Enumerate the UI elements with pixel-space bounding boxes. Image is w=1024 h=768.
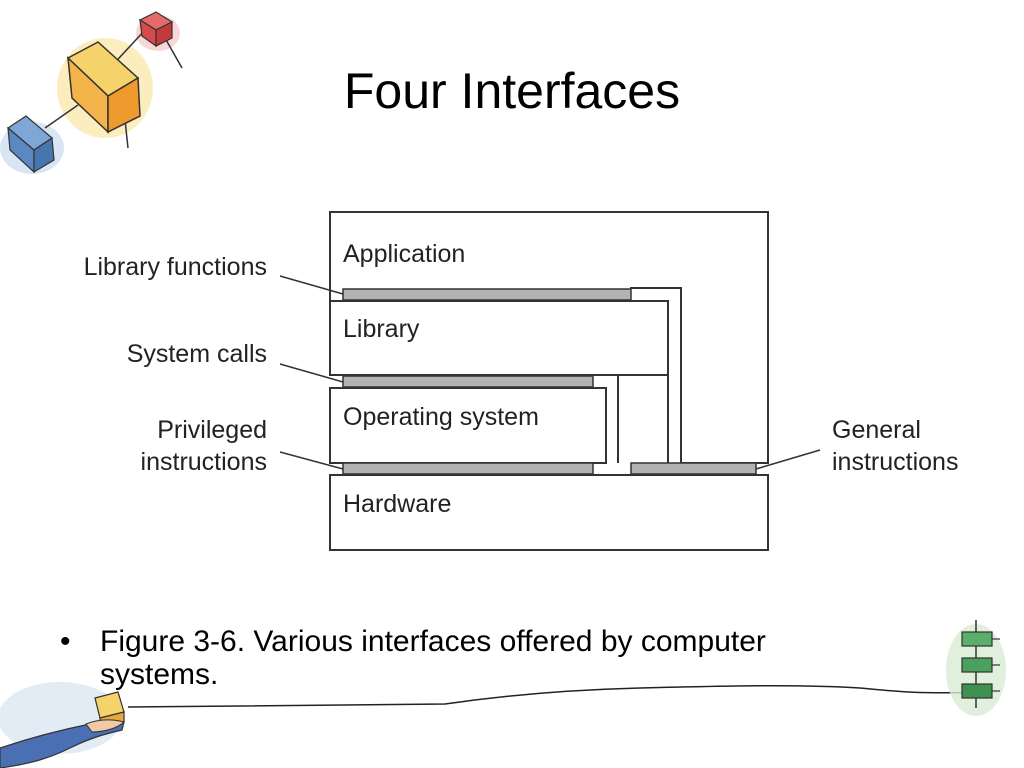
operating-system-label: Operating system [343,403,539,431]
general-instructions-bar [630,462,757,475]
hand-holding-box-illustration [0,682,125,768]
interfaces-diagram: Application Library Operating system Har… [84,211,958,551]
privileged-label-line2: instructions [141,448,267,476]
library-functions-leader [279,275,344,295]
privileged-label-line1: Privileged [157,416,267,444]
green-flowchart-illustration [946,620,1006,716]
privileged-instructions-leader [279,451,344,470]
application-label: Application [343,240,465,268]
figure-caption-text: Figure 3-6. Various interfaces offered b… [100,625,766,691]
system-calls-bar [342,375,594,388]
slide-title: Four Interfaces [343,63,681,119]
privileged-instructions-bar [342,462,594,475]
general-instructions-leader [755,449,821,470]
general-label-line2: instructions [832,448,958,476]
box-cluster-illustration [0,11,183,174]
library-functions-bar [342,288,632,301]
bullet-marker: • [60,625,71,658]
library-layer-area [329,300,669,376]
operating-system-layer-box [329,387,607,464]
library-label: Library [343,315,420,343]
hardware-label: Hardware [343,490,451,518]
system-calls-leader [279,363,344,383]
general-label-line1: General [832,416,921,444]
library-functions-label: Library functions [84,253,267,281]
hardware-layer-box [329,474,769,551]
system-calls-label: System calls [127,340,267,368]
